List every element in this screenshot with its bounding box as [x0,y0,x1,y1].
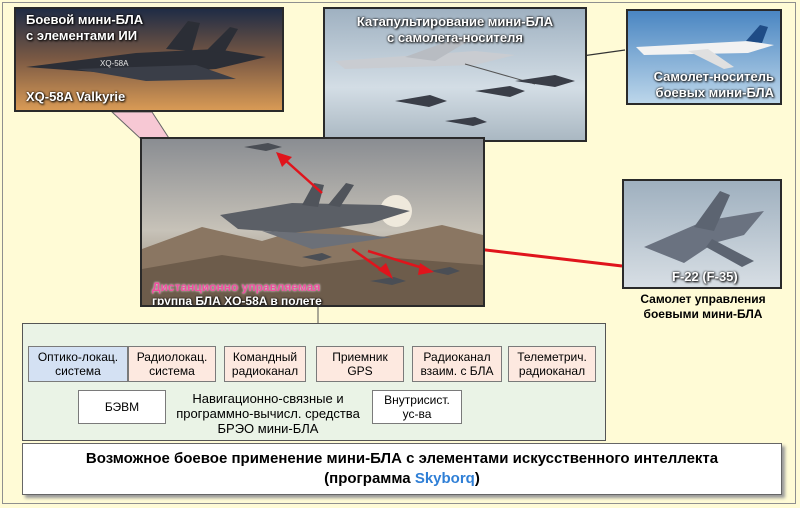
group-title-pink: Дистанционно управляемая [152,280,321,294]
photo-carrier: Самолет-носитель боевых мини-БЛА [626,9,782,105]
xq58a-tail-marking: XQ-58A [100,59,129,68]
f22-title: F-22 (F-35) [672,269,738,284]
photo-catapult: Катапультирование мини-БЛА с самолета-но… [323,7,587,142]
photo-f22: F-22 (F-35) [622,179,782,289]
module-gps-label: Приемник GPS [332,350,388,378]
module-bevm: БЭВМ [78,390,166,424]
xq58a-label: XQ-58A Valkyrie [26,89,126,104]
module-radar-label: Радиолокац. система [136,350,208,378]
module-telemetry: Телеметрич. радиоканал [508,346,596,382]
group-title-white: группа БЛА XQ-58A в полете [152,294,322,307]
carrier-title: Самолет-носитель боевых мини-БЛА [653,69,774,100]
photo-xq58a: XQ-58A Боевой мини-БЛА с элементами ИИ X… [14,7,284,112]
xq58a-title: Боевой мини-БЛА с элементами ИИ [26,12,144,43]
module-gps: Приемник GPS [316,346,404,382]
module-command-label: Командный радиоканал [231,350,299,378]
catapult-title: Катапультирование мини-БЛА с самолета-но… [356,14,554,45]
module-internal: Внутрисист. ус-ва [372,390,462,424]
photo-group: Дистанционно управляемая группа БЛА XQ-5… [140,137,485,307]
module-optical: Оптико-локац. система [28,346,128,382]
module-radar: Радиолокац. система [128,346,216,382]
caption-line2: (программа Skyborq) [23,469,781,488]
module-interlink: Радиоканал взаим. с БЛА [412,346,502,382]
module-command: Командный радиоканал [224,346,306,382]
module-optical-label: Оптико-локац. система [37,350,119,378]
nav-comp-text: Навигационно-связные и программно-вычисл… [176,391,360,436]
caption-line2-suffix: ) [474,470,480,487]
caption-skyborq: Skyborq [414,470,475,487]
caption-box: Возможное боевое применение мини-БЛА с э… [22,443,782,495]
module-telemetry-label: Телеметрич. радиоканал [517,350,587,378]
caption-line2-prefix: (программа [324,470,415,487]
module-bevm-label: БЭВМ [104,400,140,414]
module-internal-label: Внутрисист. ус-ва [384,393,450,421]
caption-line1: Возможное боевое применение мини-БЛА с э… [85,450,719,467]
control-plane-caption: Самолет управления боевыми мини-БЛА [640,292,766,321]
module-interlink-label: Радиоканал взаим. с БЛА [420,350,494,378]
